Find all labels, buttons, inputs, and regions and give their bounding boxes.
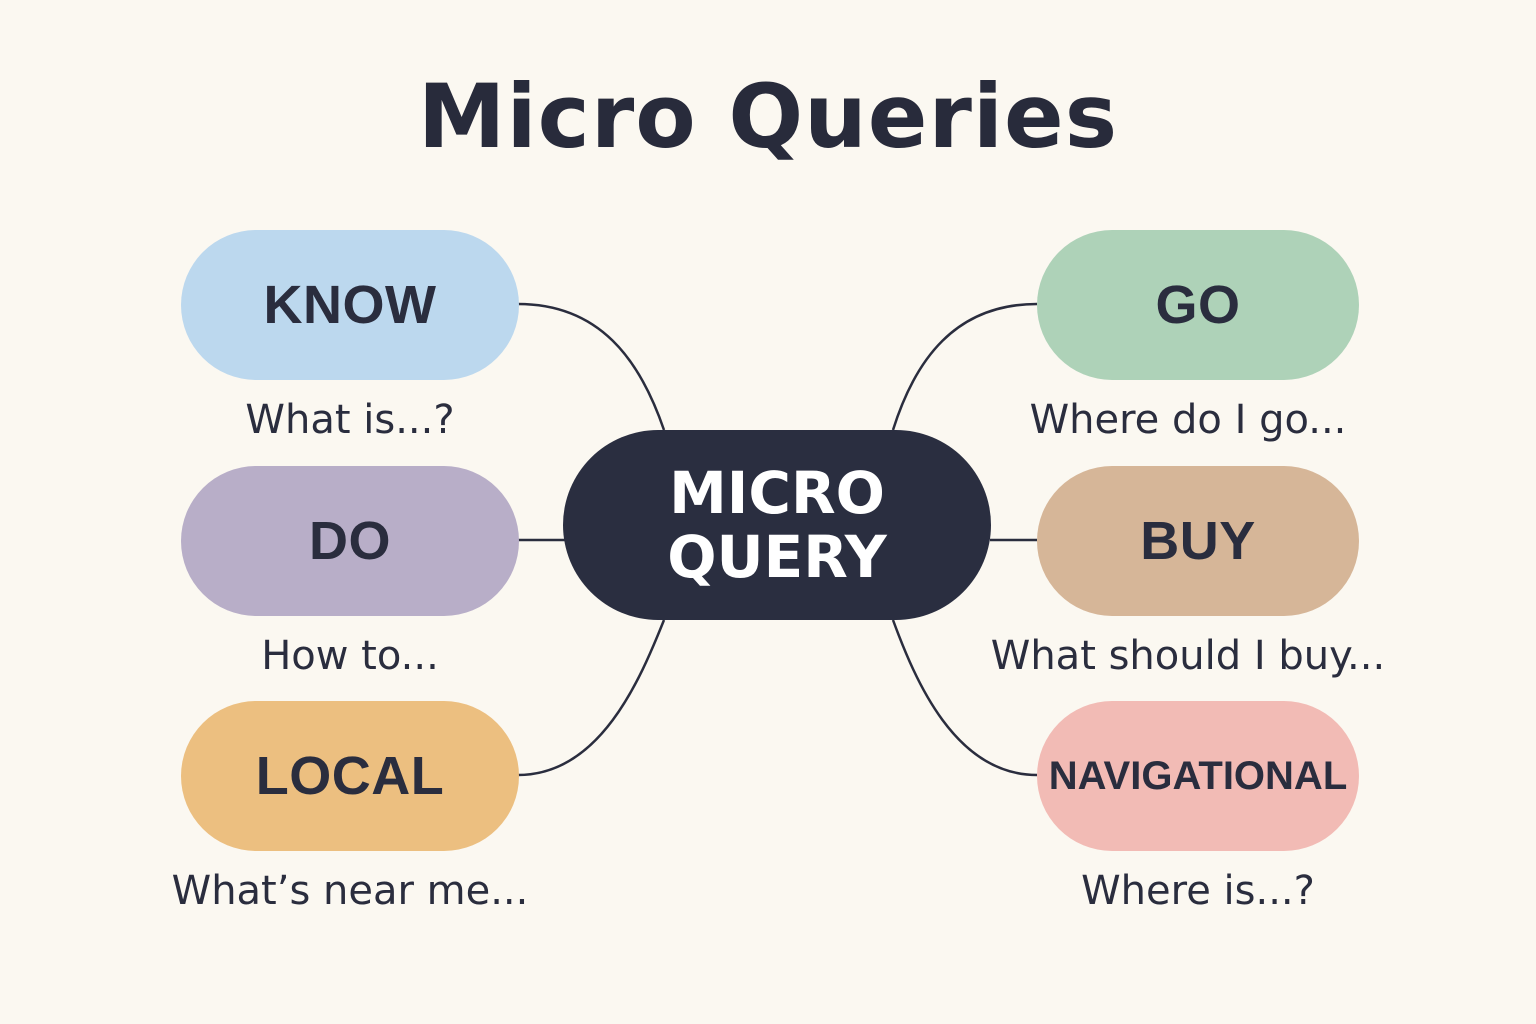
node-know-label: KNOW: [263, 275, 437, 335]
node-go-caption: Where do I go...: [1029, 397, 1347, 443]
node-buy: BUY: [1037, 466, 1359, 616]
node-local: LOCAL: [181, 701, 519, 851]
center-node: MICRO QUERY: [563, 430, 991, 620]
node-buy-caption: What should I buy...: [990, 633, 1386, 679]
node-go-label: GO: [1155, 275, 1241, 335]
node-navigational-label: NAVIGATIONAL: [1048, 753, 1348, 798]
node-do: DO: [181, 466, 519, 616]
connector-navigational: [891, 619, 1038, 777]
node-do-label: DO: [309, 511, 391, 571]
node-know-caption: What is...?: [245, 397, 455, 443]
center-node-line2: QUERY: [667, 523, 887, 591]
node-local-label: LOCAL: [255, 746, 445, 806]
node-go: GO: [1037, 230, 1359, 380]
node-navigational: NAVIGATIONAL: [1037, 701, 1359, 851]
center-node-line1: MICRO: [669, 459, 885, 527]
connector-know: [517, 302, 666, 431]
node-navigational-caption: Where is...?: [1081, 868, 1315, 914]
node-do-caption: How to...: [261, 633, 439, 679]
node-buy-label: BUY: [1140, 511, 1256, 571]
connector-go: [891, 302, 1038, 431]
node-know: KNOW: [181, 230, 519, 380]
connector-local: [517, 619, 666, 777]
diagram-title: Micro Queries: [417, 65, 1119, 168]
node-local-caption: What’s near me...: [171, 868, 529, 914]
